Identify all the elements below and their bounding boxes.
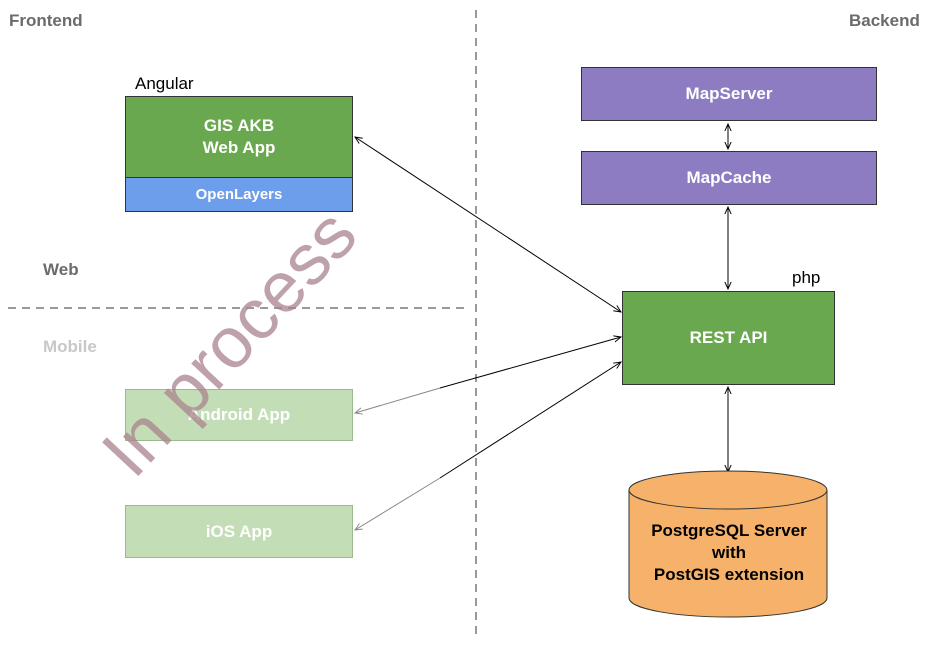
arrow-webapp-restapi (355, 137, 621, 312)
openlayers-box: OpenLayers (125, 177, 353, 212)
ios-app-label: iOS App (205, 521, 273, 541)
mapserver-box: MapServer (581, 67, 877, 121)
arrow-android-restapi-dark (439, 337, 621, 389)
rest-api-label: REST API (689, 328, 768, 347)
arrow-ios-restapi-dark (439, 362, 621, 479)
angular-label: Angular (135, 74, 194, 93)
database-line-1: PostgreSQL Server (651, 521, 807, 540)
database-label: PostgreSQL Server with PostGIS extension (630, 520, 828, 586)
mapcache-box: MapCache (581, 151, 877, 205)
backend-label: Backend (849, 11, 920, 30)
android-app-box: Android App (125, 389, 353, 441)
web-app-line-2: Web App (202, 138, 276, 157)
database-line-3: PostGIS extension (653, 565, 805, 584)
mobile-label: Mobile (43, 337, 97, 356)
arrow-ios-restapi (355, 477, 441, 530)
mapcache-label: MapCache (686, 168, 772, 187)
rest-api-box: REST API (622, 291, 835, 385)
php-label: php (792, 268, 821, 287)
web-app-box: GIS AKB Web App (125, 96, 353, 178)
frontend-label: Frontend (9, 11, 83, 30)
openlayers-label: OpenLayers (195, 185, 283, 203)
database-line-2: with (712, 543, 746, 562)
database-cylinder (628, 470, 828, 618)
arrow-android-restapi (355, 387, 441, 413)
ios-app-box: iOS App (125, 505, 353, 558)
mapserver-label: MapServer (685, 84, 773, 103)
web-label: Web (43, 260, 79, 279)
android-app-label: Android App (187, 405, 291, 424)
web-app-line-1: GIS AKB (203, 116, 275, 135)
